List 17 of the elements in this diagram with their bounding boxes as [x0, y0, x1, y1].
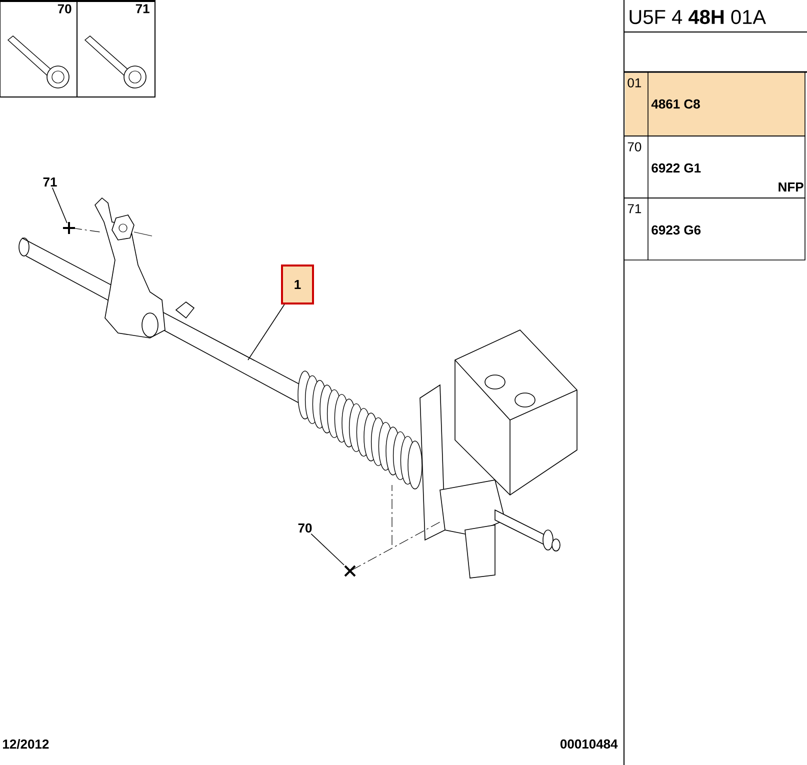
label: 6922 G1 — [652, 163, 701, 173]
callout-number: 70 — [298, 523, 312, 533]
leader-line — [248, 304, 285, 360]
drawing-number: 00010484 — [560, 739, 618, 749]
leader-line — [310, 533, 344, 566]
callout-number: 71 — [43, 178, 57, 186]
table-row: 71 6923 G6 — [624, 198, 806, 260]
part-thumbnail: 71 — [76, 0, 156, 98]
leader-line — [52, 187, 68, 224]
date-label: 12/2012 — [3, 739, 49, 749]
callout-box: 1 — [281, 264, 314, 304]
label: 70 — [628, 142, 642, 152]
part-thumbnail: 70 — [0, 0, 78, 98]
table-title: U5F 4 48H 01A — [630, 10, 766, 24]
label: NFP — [778, 182, 804, 192]
table-row: 01 4861 C8 — [624, 72, 806, 136]
table-row: 70 6922 G1 NFP — [624, 136, 806, 198]
